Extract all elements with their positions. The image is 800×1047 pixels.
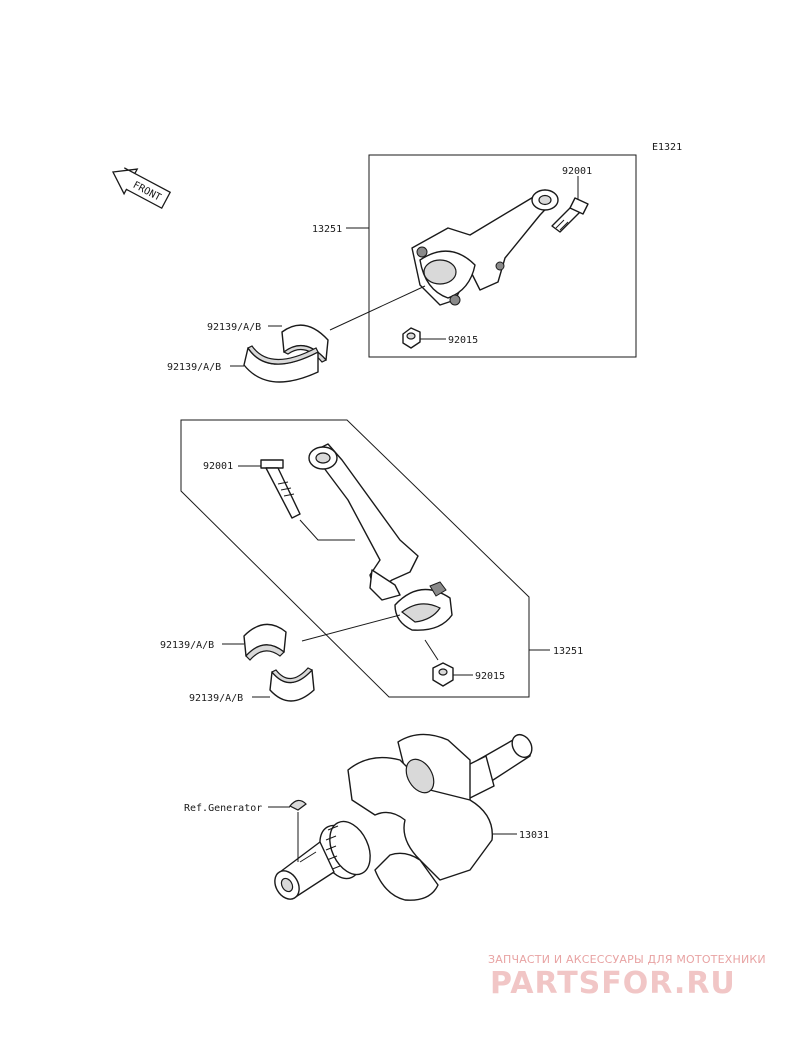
upper-nut-label: 92015: [448, 335, 478, 346]
lower-bearing-b-label: 92139/A/B: [189, 693, 243, 704]
front-arrow-icon: FRONT: [111, 167, 172, 210]
crankshaft-label: 13031: [519, 830, 549, 841]
upper-bearing-shell-a: [281, 324, 329, 363]
upper-rod-assy-label: 13251: [312, 224, 342, 235]
lower-assembly-frame: [180, 419, 530, 698]
upper-assembly-frame: [368, 154, 637, 358]
lower-bearing-a-label: 92139/A/B: [160, 640, 214, 651]
lower-nut-icon: [432, 662, 454, 687]
upper-bolt-icon: [551, 197, 589, 233]
woodruff-key-icon: [289, 799, 307, 811]
upper-bearing-shell-b: [243, 345, 319, 383]
lower-nut-label: 92015: [475, 671, 505, 682]
upper-bearing-b-label: 92139/A/B: [167, 362, 221, 373]
lower-bearing-shell-a: [243, 623, 287, 661]
ref-generator-label: Ref.Generator: [184, 803, 262, 814]
crankshaft-icon: [274, 733, 533, 901]
lower-connecting-rod: [308, 443, 419, 601]
upper-nut-icon: [402, 327, 421, 349]
lower-bolt-label: 92001: [203, 461, 233, 472]
watermark-tagline: ЗАПЧАСТИ И АКСЕССУАРЫ ДЛЯ МОТОТЕХНИКИ: [488, 953, 766, 966]
lower-bearing-shell-b: [269, 667, 315, 702]
upper-bolt-label: 92001: [562, 166, 592, 177]
lower-rod-assy-label: 13251: [553, 646, 583, 657]
upper-connecting-rod: [411, 189, 559, 306]
lower-rod-cap: [394, 581, 453, 631]
upper-bearing-a-label: 92139/A/B: [207, 322, 261, 333]
lower-bolt-icon: [260, 459, 301, 519]
diagram-code: E1321: [652, 142, 682, 153]
watermark-logo: PARTSFOR.RU: [490, 966, 736, 1001]
